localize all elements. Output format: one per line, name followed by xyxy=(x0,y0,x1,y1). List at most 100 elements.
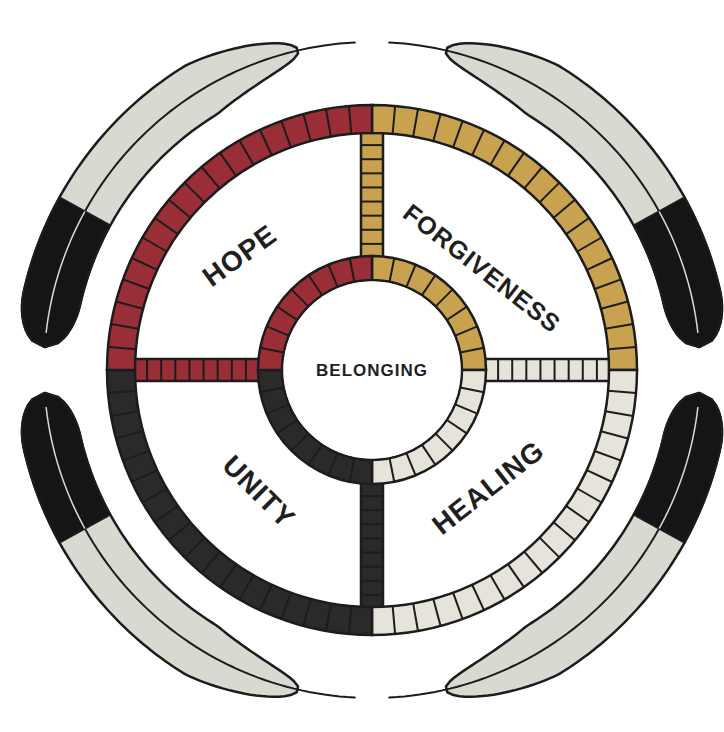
wheel-spoke xyxy=(133,359,260,381)
bead-line xyxy=(188,359,190,381)
bead-line xyxy=(422,275,435,295)
bead-line xyxy=(413,603,418,631)
belonging-center: BELONGING xyxy=(312,359,432,382)
bead-line xyxy=(185,538,205,558)
bead-line xyxy=(350,258,355,282)
bead-line xyxy=(116,301,143,308)
bead-line xyxy=(169,522,190,540)
feather-tip xyxy=(22,197,110,347)
bead-line xyxy=(291,289,308,306)
bead-line xyxy=(277,307,297,320)
bead-line xyxy=(393,106,395,134)
bead-line xyxy=(143,238,167,252)
bead-line xyxy=(587,258,612,270)
bead-line xyxy=(185,183,205,203)
bead-line xyxy=(361,523,383,525)
forgiveness-quadrant: FORGIVENESS xyxy=(394,194,571,342)
bead-line xyxy=(240,141,254,165)
feather-vane xyxy=(446,393,722,697)
node-label: HOPE xyxy=(198,220,282,292)
bead-line xyxy=(260,585,272,610)
bead-line xyxy=(508,564,524,587)
bead-line xyxy=(203,359,205,381)
bead-line xyxy=(361,158,383,160)
bead-line xyxy=(393,606,395,634)
bead-line xyxy=(132,258,157,270)
bead-line xyxy=(433,599,440,626)
bead-line xyxy=(328,265,337,287)
node-label: HEALING xyxy=(427,436,549,540)
bead-line xyxy=(220,153,236,176)
bead-line xyxy=(497,359,499,381)
bead-line xyxy=(277,420,297,433)
bead-line xyxy=(267,404,289,413)
wheel-spoke xyxy=(361,482,383,609)
bead-line xyxy=(202,552,220,573)
bead-line xyxy=(436,434,453,451)
feather-tip xyxy=(634,393,722,543)
spoke-bar xyxy=(484,359,611,381)
bead-line xyxy=(143,489,167,503)
medicine-wheel xyxy=(107,105,637,635)
bead-line xyxy=(566,506,589,522)
bead-line xyxy=(361,594,383,596)
bead-line xyxy=(155,218,178,234)
bead-line xyxy=(554,522,575,540)
bead-line xyxy=(349,106,351,134)
bead-line xyxy=(202,167,220,188)
spoke-bar xyxy=(133,359,260,381)
bead-line xyxy=(413,109,418,137)
bead-line xyxy=(267,326,289,335)
bead-line xyxy=(108,391,136,393)
bead-line xyxy=(361,580,383,582)
wheel-spoke xyxy=(484,359,611,381)
bead-line xyxy=(436,289,453,306)
node-label: FORGIVENESS xyxy=(399,199,565,337)
bead-line xyxy=(491,141,505,165)
bead-line xyxy=(350,458,355,482)
bead-line xyxy=(220,564,236,587)
bead-line xyxy=(566,218,589,234)
bead-line xyxy=(508,153,524,176)
bead-line xyxy=(326,109,331,137)
spoke-bar xyxy=(361,131,383,258)
bead-line xyxy=(260,348,284,353)
bead-line xyxy=(460,348,484,353)
bead-line xyxy=(422,445,435,465)
feather-shaft-highlight xyxy=(46,407,85,528)
bead-line xyxy=(472,585,484,610)
bead-line xyxy=(390,258,395,282)
bead-line xyxy=(281,593,291,619)
bead-line xyxy=(361,495,383,497)
feather-shaft-highlight xyxy=(659,211,698,332)
hope-quadrant: HOPE xyxy=(193,215,287,297)
bead-line xyxy=(349,606,351,634)
bead-line xyxy=(123,451,149,461)
bead-line xyxy=(596,359,598,381)
bead-line xyxy=(361,144,383,146)
bead-line xyxy=(601,431,628,438)
bead-line xyxy=(328,453,337,475)
bead-line xyxy=(406,453,415,475)
bead-line xyxy=(390,458,395,482)
feather-tip xyxy=(22,393,110,543)
bead-line xyxy=(491,575,505,599)
bead-line xyxy=(605,324,633,329)
feather-vane xyxy=(22,393,298,697)
bead-line xyxy=(111,411,139,416)
bead-line xyxy=(291,434,308,451)
bead-line xyxy=(460,388,484,393)
bead-line xyxy=(260,388,284,393)
bead-line xyxy=(455,326,477,335)
bead-line xyxy=(245,359,247,381)
bead-line xyxy=(577,238,601,252)
bead-line xyxy=(582,359,584,381)
bead-line xyxy=(554,359,556,381)
bead-line xyxy=(111,324,139,329)
wheel-spoke xyxy=(361,131,383,258)
healing-quadrant: HEALING xyxy=(422,431,554,545)
bead-line xyxy=(240,575,254,599)
bead-line xyxy=(608,347,636,349)
bead-line xyxy=(260,130,272,155)
